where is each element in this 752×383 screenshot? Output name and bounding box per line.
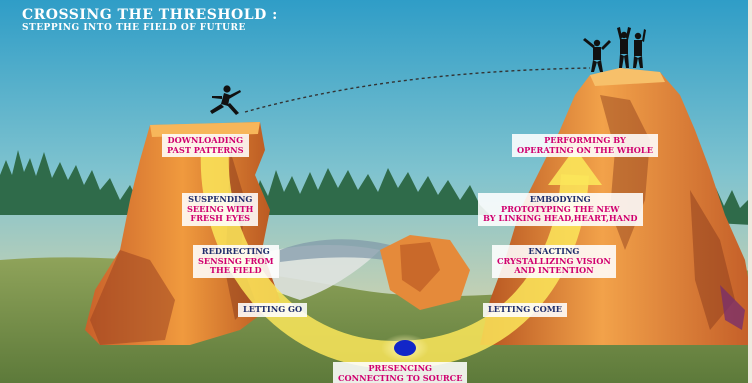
label-presencing: PRESENCING CONNECTING TO SOURCE <box>333 362 468 383</box>
performing-line2: OPERATING ON THE WHOLE <box>517 144 653 155</box>
left-cliff <box>85 122 280 345</box>
celebrating-people-icon <box>583 27 646 72</box>
valley-lake <box>280 239 390 262</box>
presencing-line2: CONNECTING TO SOURCE <box>338 372 463 383</box>
downloading-line2: PAST PATTERNS <box>167 144 244 155</box>
label-embodying: EMBODYING PROTOTYPING THE NEW BY LINKING… <box>478 193 643 226</box>
enacting-line1: CRYSTALLIZING VISION <box>497 255 611 266</box>
enacting-line2: AND INTENTION <box>514 265 594 275</box>
presencing-line1: PRESENCING <box>368 363 433 373</box>
diagram-title: CROSSING THE THRESHOLD : STEPPING INTO T… <box>22 7 278 34</box>
embodying-head: EMBODYING <box>529 194 591 204</box>
label-redirecting: REDIRECTING SENSING FROM THE FIELD <box>193 245 279 278</box>
downloading-line1: DOWNLOADING <box>167 135 244 145</box>
label-enacting: ENACTING CRYSTALLIZING VISION AND INTENT… <box>492 245 616 278</box>
label-letting-come: LETTING COME <box>483 303 567 317</box>
label-letting-go: LETTING GO <box>238 303 308 317</box>
label-performing: PERFORMING BY OPERATING ON THE WHOLE <box>512 134 658 157</box>
redirecting-line2: THE FIELD <box>209 265 262 275</box>
presencing-dot <box>394 340 416 356</box>
embodying-line2: BY LINKING HEAD,HEART,HAND <box>483 213 638 223</box>
suspending-head: SUSPENDING <box>188 194 253 204</box>
label-suspending: SUSPENDING SEEING WITH FRESH EYES <box>182 193 259 226</box>
title-line2: STEPPING INTO THE FIELD OF FUTURE <box>22 23 246 33</box>
title-line1: CROSSING THE THRESHOLD : <box>22 7 278 23</box>
u-arrow-head <box>548 148 602 185</box>
page-edge <box>748 0 752 383</box>
jumping-person-icon <box>210 85 241 115</box>
suspending-line1: SEEING WITH <box>187 203 254 214</box>
middle-rocks <box>380 235 470 310</box>
suspending-line2: FRESH EYES <box>190 213 250 223</box>
redirecting-head: REDIRECTING <box>201 246 270 256</box>
enacting-head: ENACTING <box>528 246 580 256</box>
performing-line1: PERFORMING BY <box>544 135 626 145</box>
label-downloading: DOWNLOADING PAST PATTERNS <box>162 134 249 157</box>
embodying-line1: PROTOTYPING THE NEW <box>501 203 620 214</box>
redirecting-line1: SENSING FROM <box>198 255 274 266</box>
